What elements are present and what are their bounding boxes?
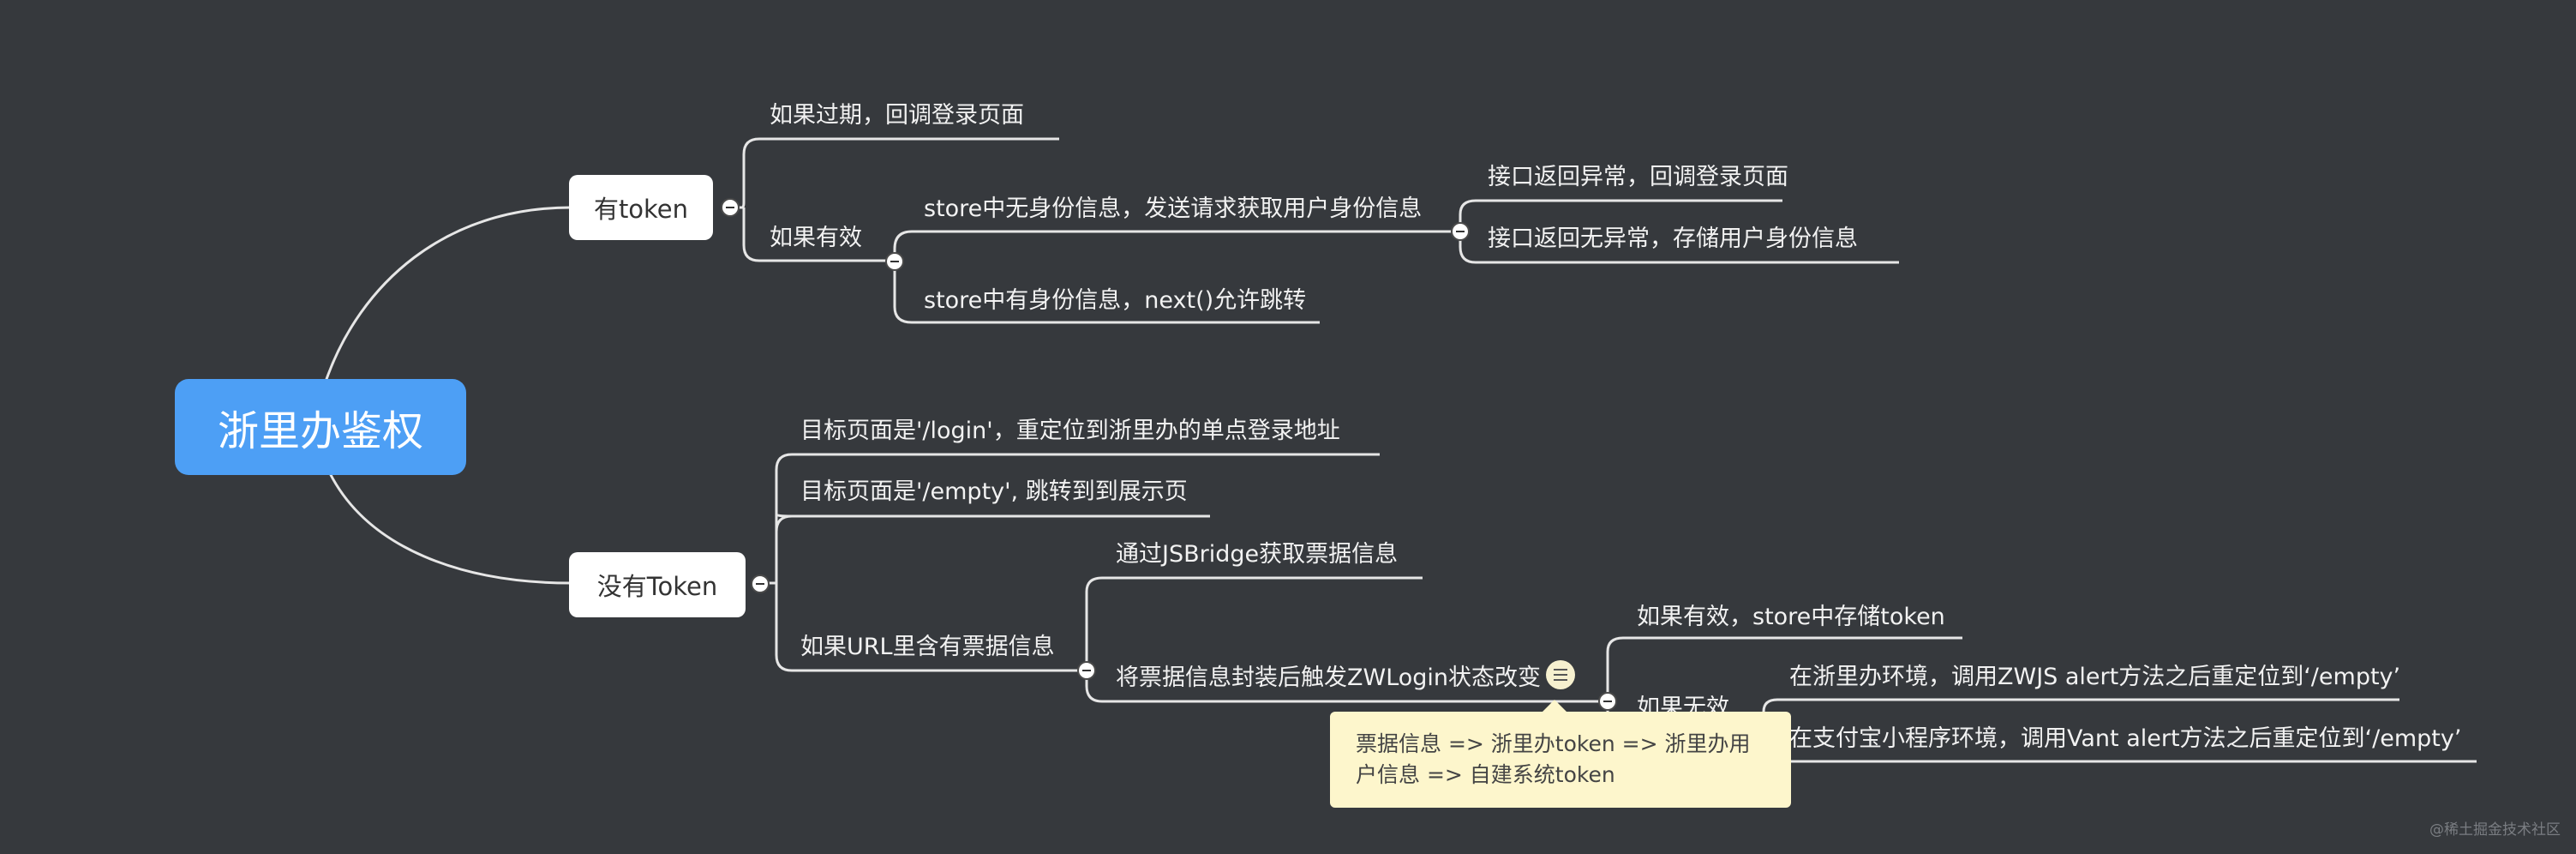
topic-expired[interactable]: 如果过期，回调登录页面 [770, 102, 1024, 129]
collapse-toggle-valid[interactable] [885, 252, 904, 271]
topic-api-error[interactable]: 接口返回异常，回调登录页面 [1488, 164, 1788, 190]
topic-valid[interactable]: 如果有效 [770, 225, 862, 251]
topic-zlb-env[interactable]: 在浙里办环境，调用ZWJS alert方法之后重定位到‘/empty’ [1789, 664, 2401, 690]
note-icon[interactable] [1546, 660, 1575, 689]
collapse-toggle-trigger[interactable] [1598, 692, 1617, 711]
collapse-toggle-url-ticket[interactable] [1077, 661, 1096, 680]
topic-store-no-info[interactable]: store中无身份信息，发送请求获取用户身份信息 [924, 195, 1423, 222]
topic-trigger-zwlogin[interactable]: 将票据信息封装后触发ZWLogin状态改变 [1116, 665, 1542, 691]
topic-api-ok[interactable]: 接口返回无异常，存储用户身份信息 [1488, 226, 1858, 252]
note-tooltip: 票据信息 => 浙里办token => 浙里办用户信息 => 自建系统token [1330, 700, 1791, 808]
node-has-token[interactable]: 有token [569, 175, 713, 240]
collapse-toggle-has-token[interactable] [721, 198, 740, 217]
topic-jsbridge[interactable]: 通过JSBridge获取票据信息 [1116, 541, 1399, 568]
topic-url-ticket[interactable]: 如果URL里含有票据信息 [800, 634, 1055, 660]
topic-alipay-env[interactable]: 在支付宝小程序环境，调用Vant alert方法之后重定位到‘/empty’ [1789, 725, 2462, 752]
root-node[interactable]: 浙里办鉴权 [175, 379, 466, 475]
note-text: 票据信息 => 浙里办token => 浙里办用户信息 => 自建系统token [1356, 731, 1751, 787]
node-no-token[interactable]: 没有Token [569, 552, 746, 617]
collapse-toggle-store-no-info[interactable] [1451, 222, 1470, 241]
collapse-toggle-no-token[interactable] [751, 574, 770, 593]
topic-valid-store-token[interactable]: 如果有效，store中存储token [1637, 604, 1945, 630]
watermark: @稀土掘金技术社区 [2429, 821, 2561, 839]
topic-login-page[interactable]: 目标页面是'/login'，重定位到浙里办的单点登录地址 [800, 418, 1340, 444]
topic-empty-page[interactable]: 目标页面是'/empty', 跳转到到展示页 [800, 478, 1188, 505]
topic-store-has-info[interactable]: store中有身份信息，next()允许跳转 [924, 287, 1307, 314]
